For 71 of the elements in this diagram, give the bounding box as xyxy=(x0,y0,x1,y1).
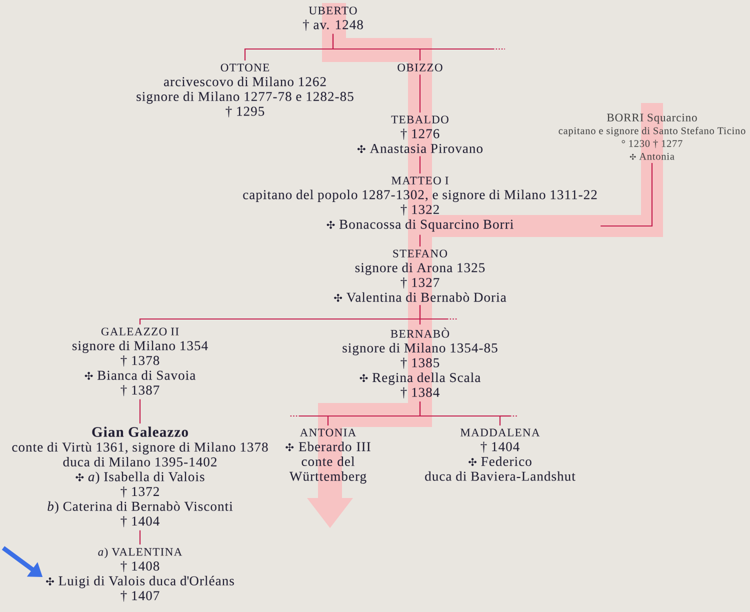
node-label: b) Caterina di Bernabò Visconti xyxy=(48,501,233,514)
connector-line xyxy=(419,305,421,324)
node-label: duca di Baviera-Landshut xyxy=(425,471,576,481)
person-entry: STEFANO signore di Arona 1325 † 1327 ✣ Valentina di Bernabò Doria xyxy=(334,250,506,302)
node-label: OTTONE xyxy=(220,64,270,72)
connector-line xyxy=(139,530,141,544)
node-label: † 1322 xyxy=(400,204,439,216)
person-entry: MADDALENA † 1404 ✣ Federico duca di Baviera-Landshut xyxy=(425,428,576,481)
node-label: † 1327 xyxy=(400,278,440,288)
node-label: † 1404 xyxy=(480,442,520,453)
node-label: UBERTO xyxy=(308,6,357,14)
node-label: arcivescovo di Milano 1262 xyxy=(164,76,326,86)
node-label: ✣ Valentina di Bernabò Doria xyxy=(334,292,506,302)
person-entry: OTTONE arcivescovo di Milano 1262 signore di Milano 1277-78 e 1282-85 † 1295 xyxy=(136,64,354,118)
node-label: BORRI Squarcino xyxy=(607,114,697,124)
node-label: Gian Galeazzo xyxy=(92,426,188,437)
node-label: † 1385 xyxy=(400,358,440,369)
node-label: ✣ Bianca di Savoia xyxy=(84,370,196,380)
node-label: MADDALENA xyxy=(460,428,540,436)
node-label: TEBALDO xyxy=(391,116,448,124)
node-label: signore di Arona 1325 xyxy=(355,262,485,276)
person-entry: BERNABÒ signore di Milano 1354-85 † 1385 ✣ Regina della Scala † 1384 xyxy=(342,328,498,398)
node-label: signore di Milano 1354-85 xyxy=(342,343,498,356)
person-entry: a) VALENTINA † 1408 ✣ Luigi di Valois duca d'Orléans † 1407 xyxy=(46,548,234,602)
node-label: signore di Milano 1277-78 e 1282-85 xyxy=(136,92,354,104)
node-label: ✣ Anastasia Pirovano xyxy=(357,144,482,154)
node-label: duca di Milano 1395-1402 xyxy=(63,456,216,466)
person-entry: ANTONIA ✣ Eberardo III conte del Württemberg xyxy=(286,428,370,484)
connector-line xyxy=(419,156,421,174)
person-entry: GALEAZZO II signore di Milano 1354 † 1378 ✣ Bianca di Savoia † 1387 xyxy=(72,328,208,396)
node-label: † 1295 xyxy=(226,106,264,118)
node-label: † 1387 xyxy=(120,385,160,396)
person-entry: MATTEO I capitano del popolo 1287-1302, e signore di Milano 1311-22 † 1322 ✣ Bonacossa di Squarcino Borri xyxy=(243,176,597,232)
node-label: ✣ a) Isabella di Valois xyxy=(76,472,204,484)
connector-line xyxy=(139,399,141,424)
node-label: ✣ Eberardo III xyxy=(286,442,370,452)
node-label: ° 1230 † 1277 xyxy=(622,140,682,148)
connector-line xyxy=(419,402,501,426)
node-label: conte di Virtù 1361, signore di Milano 1378 xyxy=(12,442,268,454)
node-label: ✣ Luigi di Valois duca d'Orléans xyxy=(46,576,234,588)
node-label: conte del Württemberg xyxy=(289,456,366,484)
connector-line xyxy=(600,163,653,227)
connector-line xyxy=(419,234,421,246)
node-label: † av. 1248 xyxy=(303,20,363,31)
person-entry: BORRI Squarcino capitano e signore di Santo Stefano Ticino ° 1230 † 1277 ✣ Antonia xyxy=(558,114,746,160)
node-label: capitano del popolo 1287-1302, e signore di Milano 1311-22 xyxy=(243,190,597,202)
person-entry: UBERTO † av. 1248 xyxy=(302,6,363,31)
node-label: ✣ Regina della Scala xyxy=(360,372,480,385)
node-label: † 1404 xyxy=(120,516,160,528)
node-label: a) VALENTINA xyxy=(98,548,182,558)
node-label: GALEAZZO II xyxy=(101,328,179,336)
node-label: † 1372 xyxy=(120,486,159,498)
node-label: MATTEO I xyxy=(392,176,448,184)
node-label: signore di Milano 1354 xyxy=(72,340,208,354)
node-label: STEFANO xyxy=(393,250,448,258)
person-entry: Gian Galeazzo conte di Virtù 1361, signore di Milano 1378 duca di Milano 1395-1402 ✣ a) Isabella di Valois † 1372 b) Caterina di Bernabò Visconti † 1404 xyxy=(12,426,268,528)
node-label: † 1407 xyxy=(120,590,160,602)
node-label: † 1378 xyxy=(120,356,160,366)
node-label: BERNABÒ xyxy=(390,328,450,338)
person-entry: OBIZZO xyxy=(398,64,442,72)
node-label: † 1276 xyxy=(400,128,440,140)
node-label: capitano e signore di Santo Stefano Ticino xyxy=(558,126,746,136)
node-label: ✣ Antonia xyxy=(630,152,674,160)
node-label: ✣ Bonacossa di Squarcino Borri xyxy=(326,219,514,232)
connector-line xyxy=(332,34,421,60)
node-label: ANTONIA xyxy=(300,428,356,436)
person-entry: TEBALDO † 1276 ✣ Anastasia Pirovano xyxy=(357,116,482,154)
node-label: † 1408 xyxy=(120,561,160,572)
node-label: † 1384 xyxy=(400,387,440,398)
connector-line xyxy=(419,74,421,112)
node-label: ✣ Federico xyxy=(468,456,532,466)
